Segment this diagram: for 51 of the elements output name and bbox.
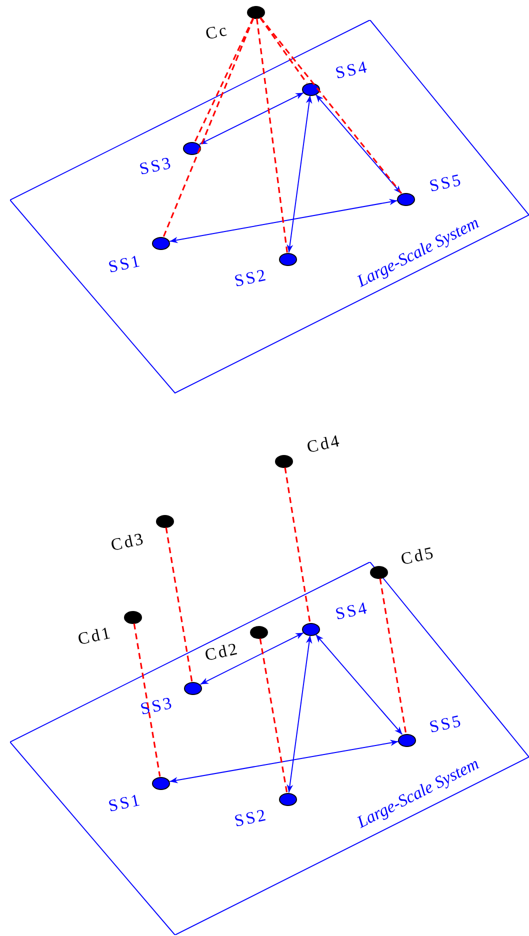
node-dot: [124, 610, 142, 624]
dashed-line: [133, 623, 161, 777]
node-label: SS2: [232, 804, 270, 833]
node-label: SS3: [138, 692, 176, 721]
arrow: [169, 740, 399, 784]
node-dot: [250, 626, 268, 638]
dashed-line: [260, 17, 308, 84]
dashed-line: [284, 467, 311, 623]
arrow: [315, 94, 402, 194]
node-dot: [183, 142, 201, 154]
node-label: Cd4: [304, 430, 344, 459]
node-label: SS1: [106, 789, 144, 818]
arrow: [198, 92, 304, 145]
dashed-line: [379, 578, 407, 734]
dashed-line: [194, 18, 254, 142]
node-dot: [152, 776, 170, 790]
dashed-line: [259, 638, 288, 793]
node-label: SS5: [427, 710, 465, 739]
arrow: [286, 95, 312, 253]
node-dot: [247, 6, 265, 18]
node-dot: [279, 792, 297, 806]
node-label: SS4: [333, 597, 371, 626]
node-label: Cd2: [202, 638, 242, 667]
node-dot: [152, 236, 170, 250]
node-dot: [302, 622, 320, 636]
node-dot: [398, 734, 416, 746]
node-label: Cd3: [108, 528, 148, 557]
node-label: SS5: [427, 169, 465, 198]
node-label: Cc: [203, 19, 231, 46]
node-label: SS1: [106, 250, 144, 279]
node-dot: [275, 454, 293, 468]
node-label: SS2: [232, 264, 270, 293]
node-dot: [397, 192, 415, 206]
dashed-line: [260, 17, 402, 194]
arrow: [200, 632, 304, 685]
node-dot: [370, 566, 388, 578]
arrow: [315, 634, 403, 735]
dashed-line: [162, 18, 254, 238]
dashed-line: [165, 527, 193, 682]
dashed-line: [256, 18, 288, 253]
arrow: [286, 635, 312, 793]
system-plane: [10, 20, 529, 394]
node-dot: [156, 514, 174, 528]
node-label: SS3: [137, 152, 175, 181]
node-dot: [279, 252, 297, 266]
node-dot: [302, 82, 320, 96]
node-dot: [184, 682, 202, 694]
node-label: SS4: [333, 56, 371, 85]
node-label: Cd5: [398, 542, 438, 571]
node-label: Cd1: [76, 622, 114, 651]
arrow: [169, 198, 398, 244]
